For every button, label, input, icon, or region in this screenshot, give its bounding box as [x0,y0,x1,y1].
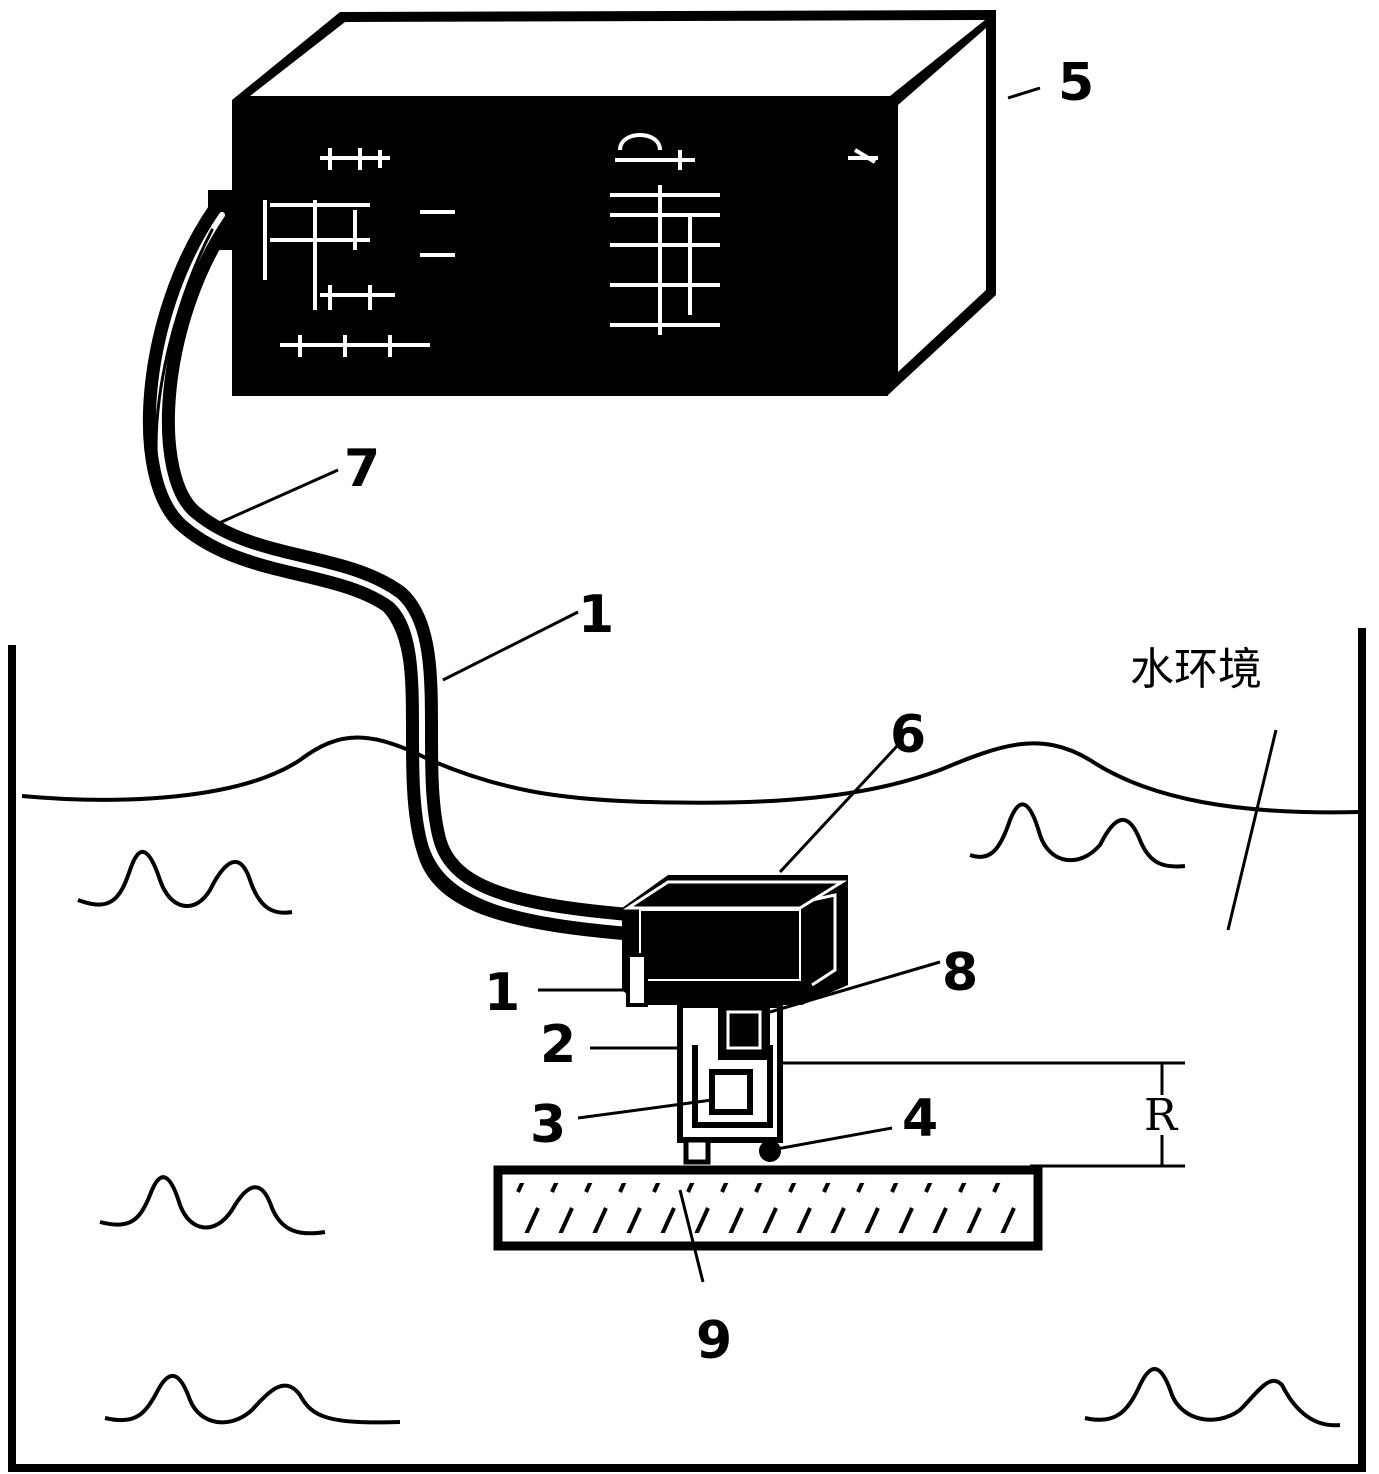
label-1-upper: 1 [578,585,614,645]
specimen-plate [498,1170,1038,1246]
label-4: 4 [902,1089,938,1149]
controller-box [208,10,996,396]
label-3: 3 [530,1095,566,1155]
water-surface [22,738,1360,813]
part-8 [718,1000,770,1060]
probe [680,1000,781,1162]
label-r: R [1144,1090,1179,1141]
label-water-environment: 水环境 [1130,644,1262,695]
part-3 [712,1072,750,1112]
label-8: 8 [942,943,978,1003]
label-9: 9 [696,1311,732,1371]
electrode-left [686,1140,708,1162]
label-6: 6 [890,705,926,765]
label-1-lower: 1 [484,963,520,1023]
label-2: 2 [540,1015,576,1075]
dimension-r [780,1063,1185,1166]
sensor-housing [622,875,848,1005]
label-7: 7 [344,439,380,499]
label-5: 5 [1058,53,1094,113]
